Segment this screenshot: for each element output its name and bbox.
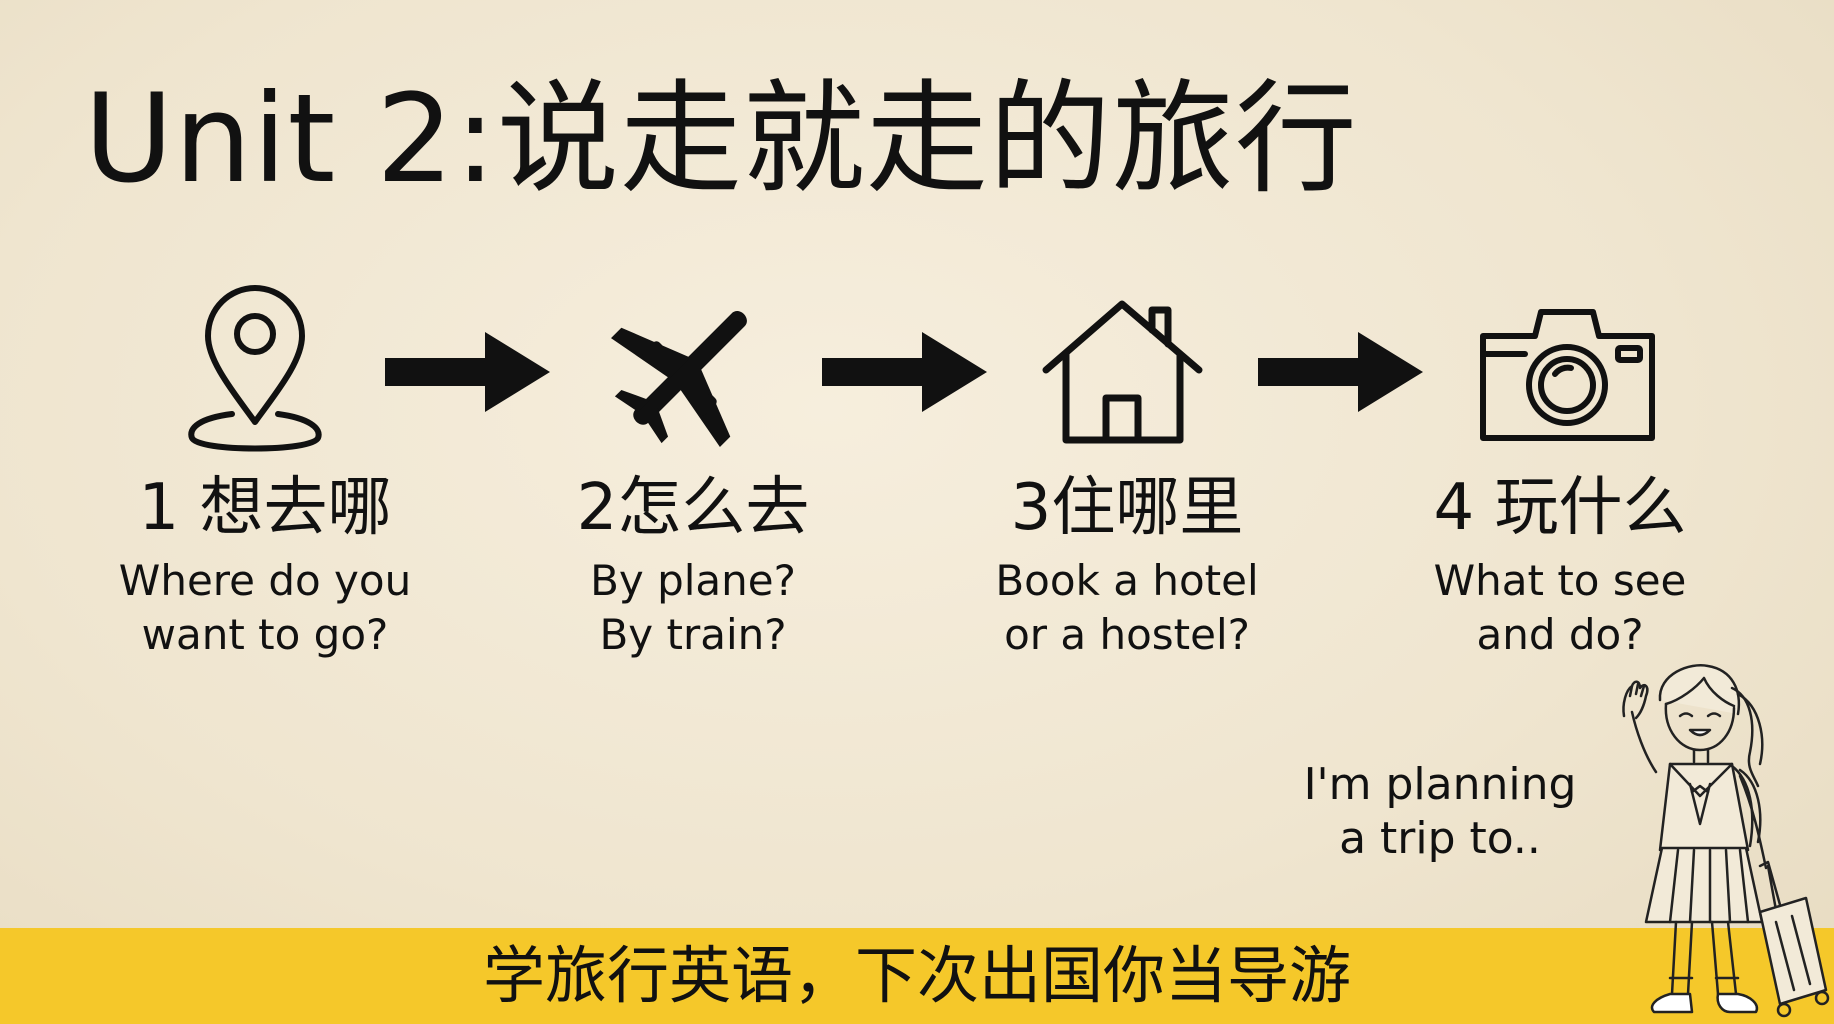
step-description-line: What to see [1433,556,1687,605]
step-4: 4 玩什么 What to see and do? [1395,476,1725,662]
airplane-icon [600,288,775,453]
step-title: 3住哪里 [1010,471,1244,545]
arrow-right-icon [822,330,987,415]
camera-icon [1475,300,1660,445]
step-description: Book a hotel or a hostel? [962,554,1292,662]
arrow-right-icon [1258,330,1423,415]
step-description-line: or a hostel? [1004,610,1250,659]
speech-text: I'm planning a trip to.. [1280,758,1600,866]
step-description: Where do you want to go? [100,554,430,662]
step-description: By plane? By train? [528,554,858,662]
step-description-line: Where do you [118,556,412,605]
step-description-line: By train? [599,610,787,659]
step-2: 2怎么去 By plane? By train? [528,476,858,662]
step-title: 4 玩什么 [1433,471,1687,545]
location-pin-icon [180,282,330,457]
step-1: 1 想去哪 Where do you want to go? [100,476,430,662]
step-3: 3住哪里 Book a hotel or a hostel? [962,476,1292,662]
step-description-line: By plane? [590,556,796,605]
step-description: What to see and do? [1395,554,1725,662]
bottom-banner: 学旅行英语，下次出国你当导游 [0,928,1834,1024]
step-description-line: want to go? [141,610,389,659]
speech-line: I'm planning [1303,759,1577,810]
step-description-line: and do? [1476,610,1644,659]
step-title: 1 想去哪 [138,471,392,545]
arrow-right-icon [385,330,550,415]
page-title: Unit 2:说走就走的旅行 [84,68,1358,210]
house-icon [1040,298,1205,448]
step-description-line: Book a hotel [995,556,1259,605]
step-title: 2怎么去 [576,471,810,545]
girl-with-suitcase-illustration [1600,660,1830,1024]
speech-line: a trip to.. [1339,813,1541,864]
